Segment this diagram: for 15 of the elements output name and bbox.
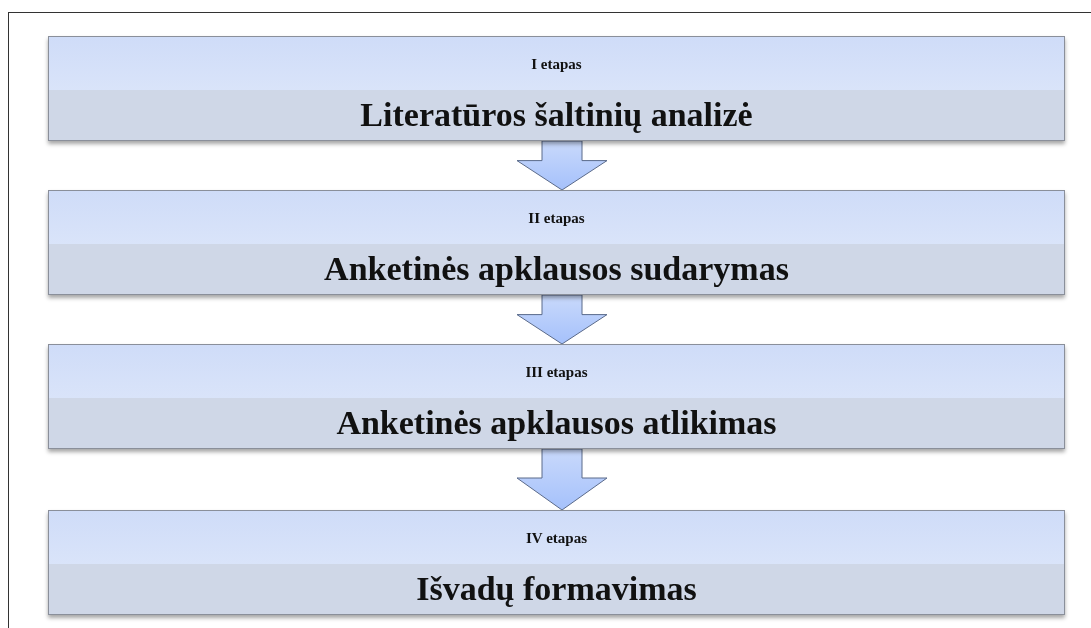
stage-title: Literatūros šaltinių analizė <box>360 96 753 134</box>
block-arrow <box>516 448 608 511</box>
stage-number: III etapas <box>525 363 588 381</box>
stage-box <box>48 344 1065 449</box>
block-arrow <box>516 294 608 345</box>
block-arrow <box>516 140 608 191</box>
stage-title: Išvadų formavimas <box>416 570 697 608</box>
stage-box <box>48 510 1065 615</box>
stage-box <box>48 36 1065 141</box>
stage-number: IV etapas <box>526 529 587 547</box>
stage-number: I etapas <box>531 55 582 73</box>
stage-box <box>48 190 1065 295</box>
stage-title: Anketinės apklausos atlikimas <box>336 404 777 442</box>
stage-number: II etapas <box>528 209 585 227</box>
stage-title: Anketinės apklausos sudarymas <box>324 250 789 288</box>
